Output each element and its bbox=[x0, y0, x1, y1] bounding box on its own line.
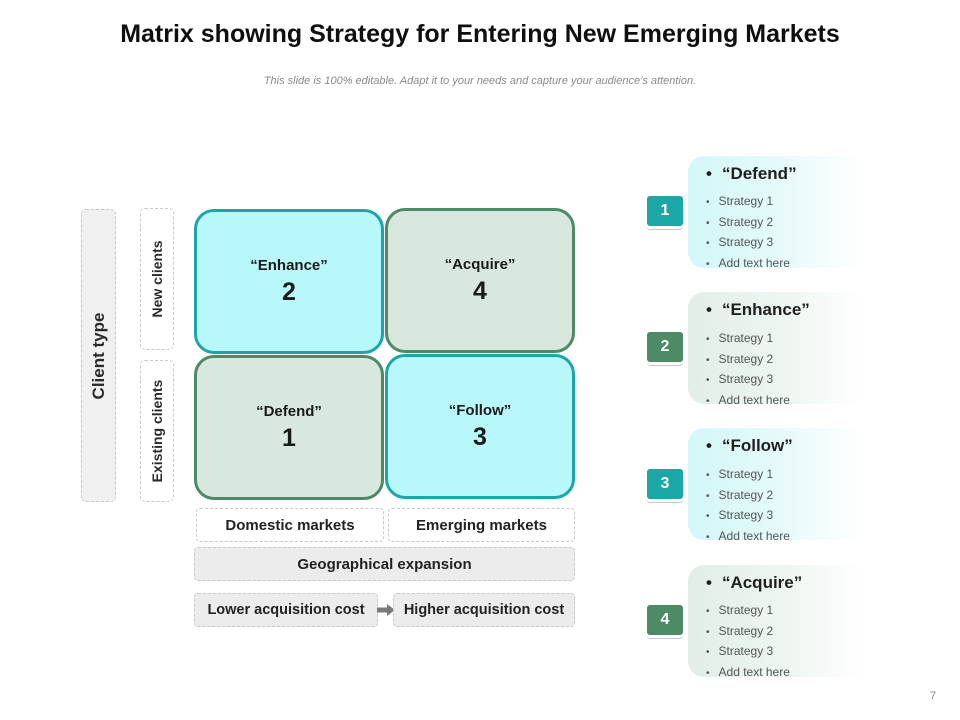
geographical-expansion-label: Geographical expansion bbox=[194, 547, 575, 581]
list-item: Add text here bbox=[706, 254, 790, 275]
strategy-card-enhance: “Enhance” Strategy 1 Strategy 2 Strategy… bbox=[688, 292, 863, 407]
cell-name: “Defend” bbox=[256, 402, 322, 420]
emerging-markets-label: Emerging markets bbox=[388, 508, 575, 542]
strategy-card-follow: “Follow” Strategy 1 Strategy 2 Strategy … bbox=[688, 428, 863, 543]
card-title: “Follow” bbox=[706, 436, 793, 456]
cell-name: “Acquire” bbox=[444, 255, 516, 273]
list-item: Add text here bbox=[706, 663, 790, 684]
list-item: Strategy 2 bbox=[706, 486, 790, 507]
list-item: Add text here bbox=[706, 391, 790, 412]
cell-name: “Enhance” bbox=[250, 256, 328, 274]
domestic-markets-label: Domestic markets bbox=[196, 508, 384, 542]
list-item: Strategy 1 bbox=[706, 192, 790, 213]
client-type-label-box: Client type bbox=[81, 209, 116, 502]
cell-number: 1 bbox=[282, 423, 296, 452]
list-item: Strategy 3 bbox=[706, 370, 790, 391]
cell-number: 4 bbox=[473, 276, 487, 305]
list-item: Add text here bbox=[706, 527, 790, 548]
matrix-cell-enhance: “Enhance” 2 bbox=[194, 209, 384, 354]
matrix-cell-follow: “Follow” 3 bbox=[385, 354, 575, 499]
page-number: 7 bbox=[930, 690, 937, 702]
list-item: Strategy 2 bbox=[706, 622, 790, 643]
card-title: “Acquire” bbox=[706, 573, 802, 593]
strategy-card-defend: “Defend” Strategy 1 Strategy 2 Strategy … bbox=[688, 156, 863, 270]
strategy-list: Strategy 1 Strategy 2 Strategy 3 Add tex… bbox=[706, 329, 790, 411]
existing-clients-label-box: Existing clients bbox=[140, 360, 174, 502]
slide-subtitle: This slide is 100% editable. Adapt it to… bbox=[263, 75, 697, 87]
badge-1: 1 bbox=[647, 196, 683, 226]
badge-2: 2 bbox=[647, 332, 683, 362]
strategy-list: Strategy 1 Strategy 2 Strategy 3 Add tex… bbox=[706, 192, 790, 274]
list-item: Strategy 3 bbox=[706, 506, 790, 527]
new-clients-label-box: New clients bbox=[140, 208, 174, 350]
new-clients-label: New clients bbox=[149, 240, 165, 318]
strategy-list: Strategy 1 Strategy 2 Strategy 3 Add tex… bbox=[706, 601, 790, 683]
list-item: Strategy 2 bbox=[706, 213, 790, 234]
existing-clients-label: Existing clients bbox=[149, 379, 165, 483]
list-item: Strategy 2 bbox=[706, 350, 790, 371]
card-title: “Enhance” bbox=[706, 300, 810, 320]
list-item: Strategy 1 bbox=[706, 329, 790, 350]
arrow-right-icon bbox=[377, 604, 395, 616]
badge-4: 4 bbox=[647, 605, 683, 635]
slide-title: Matrix showing Strategy for Entering New… bbox=[120, 20, 840, 48]
cell-number: 3 bbox=[473, 422, 487, 451]
cell-name: “Follow” bbox=[448, 401, 512, 419]
matrix-cell-defend: “Defend” 1 bbox=[194, 355, 384, 500]
client-type-label: Client type bbox=[88, 312, 108, 399]
strategy-list: Strategy 1 Strategy 2 Strategy 3 Add tex… bbox=[706, 465, 790, 547]
list-item: Strategy 1 bbox=[706, 601, 790, 622]
higher-acquisition-cost-label: Higher acquisition cost bbox=[393, 593, 575, 627]
matrix-cell-acquire: “Acquire” 4 bbox=[385, 208, 575, 353]
card-title: “Defend” bbox=[706, 164, 797, 184]
badge-3: 3 bbox=[647, 469, 683, 499]
list-item: Strategy 1 bbox=[706, 465, 790, 486]
strategy-card-acquire: “Acquire” Strategy 1 Strategy 2 Strategy… bbox=[688, 565, 863, 679]
list-item: Strategy 3 bbox=[706, 642, 790, 663]
lower-acquisition-cost-label: Lower acquisition cost bbox=[194, 593, 378, 627]
list-item: Strategy 3 bbox=[706, 233, 790, 254]
cell-number: 2 bbox=[282, 277, 296, 306]
